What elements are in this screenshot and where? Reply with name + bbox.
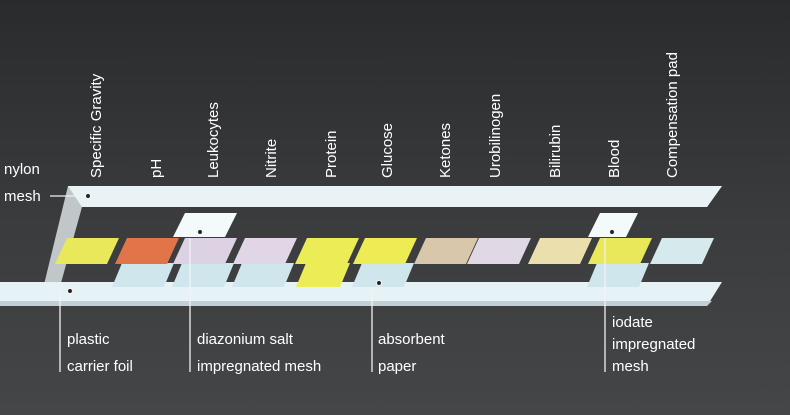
- diazonium-dot: [196, 228, 204, 236]
- nylon-mesh-dot: [84, 192, 92, 200]
- callout-absorbent-line2: paper: [378, 358, 417, 375]
- callout-plastic-line1: plastic: [67, 331, 110, 348]
- pad-ph: [115, 238, 179, 264]
- callout-diazonium-line2: impregnated mesh: [197, 358, 322, 375]
- pad-label-compensation: Compensation pad: [664, 52, 681, 178]
- callout-diazonium-salt: diazonium salt impregnated mesh: [197, 326, 321, 380]
- callout-iodate-line2: impregnated: [612, 336, 696, 353]
- nylon-mesh-top-sheet: [68, 186, 722, 207]
- pad-label-protein: Protein: [323, 130, 340, 178]
- lower-mesh-nitrite-b: [232, 263, 294, 287]
- pad-protein-lower: [296, 263, 350, 287]
- pad-glucose: [353, 238, 417, 264]
- upper-mesh-leukocytes: [173, 213, 237, 237]
- pad-blood: [588, 238, 652, 264]
- pad-label-specific-gravity: Specific Gravity: [88, 73, 105, 178]
- pad-specific-gravity: [55, 238, 119, 264]
- pad-label-urobilinogen: Urobilinogen: [487, 93, 504, 178]
- pad-urobilinogen: [467, 238, 531, 264]
- pad-label-blood: Blood: [606, 139, 623, 178]
- absorbent-dot: [375, 279, 383, 287]
- callout-iodate-mesh: iodate impregnated mesh: [612, 312, 695, 378]
- callout-absorbent-paper: absorbent paper: [378, 326, 445, 380]
- callout-nylon-mesh: nylon mesh: [4, 156, 41, 210]
- callout-nylon-line2: mesh: [4, 188, 41, 205]
- pad-label-nitrite: Nitrite: [263, 138, 280, 178]
- pad-label-ketones: Ketones: [437, 122, 454, 178]
- callout-nylon-line1: nylon: [4, 161, 40, 178]
- lower-mesh-leukocytes: [172, 263, 234, 287]
- lower-mesh-nitrite: [112, 263, 174, 287]
- carrier-foil-dot: [66, 287, 74, 295]
- pad-label-glucose: Glucose: [379, 122, 396, 178]
- plastic-carrier-foil: [0, 282, 722, 306]
- callout-absorbent-line1: absorbent: [378, 331, 445, 348]
- pad-label-ph: pH: [148, 158, 165, 178]
- callout-plastic-line2: carrier foil: [67, 358, 133, 375]
- iodate-dot: [608, 228, 616, 236]
- lower-mesh-blood: [587, 263, 649, 287]
- upper-mesh-blood: [588, 213, 638, 237]
- lower-mesh-glucose: [352, 263, 414, 287]
- callout-iodate-line1: iodate: [612, 314, 653, 331]
- pad-protein: [295, 238, 359, 264]
- callout-diazonium-line1: diazonium salt: [197, 331, 293, 348]
- pad-compensation: [650, 238, 714, 264]
- pad-label-leukocytes: Leukocytes: [205, 102, 222, 178]
- carrier-foil-shadow: [0, 301, 712, 306]
- pad-label-bilirubin: Bilirubin: [547, 124, 564, 178]
- pad-bilirubin: [528, 238, 592, 264]
- callout-iodate-line3: mesh: [612, 358, 649, 375]
- pad-ketones: [414, 238, 478, 264]
- pad-nitrite: [233, 238, 297, 264]
- pad-leukocytes: [173, 238, 237, 264]
- callout-plastic-carrier-foil: plastic carrier foil: [67, 326, 133, 380]
